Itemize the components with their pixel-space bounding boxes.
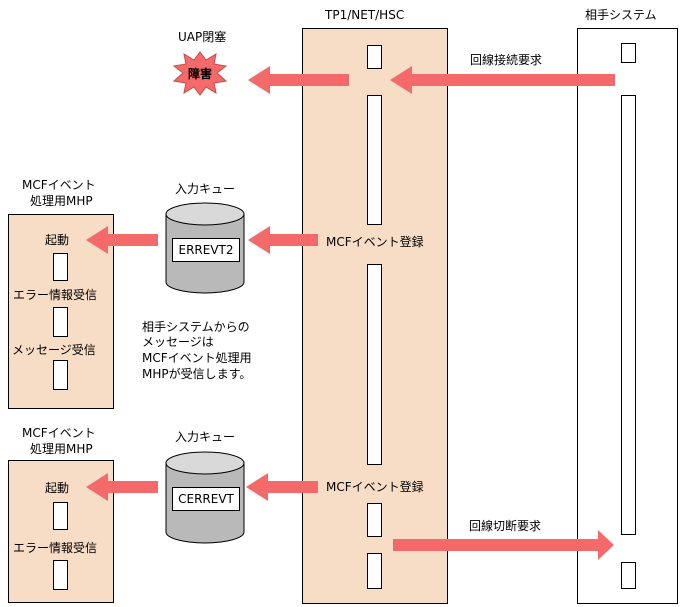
disconnect-request-arrow [393,530,614,560]
mcf-register-1-arrow [248,226,318,254]
tp1-slot [367,95,382,225]
tp1-slot [367,503,382,537]
handler2-title-line1: MCFイベント [22,426,96,440]
failure-burst-label: 障害 [188,67,213,81]
start-handler2-arrow [86,473,158,501]
tp1-slot [367,553,382,589]
mcf-register-2-label: MCFイベント登録 [326,480,424,494]
remote-slot [621,43,636,63]
mcf-register-1-label: MCFイベント登録 [326,235,424,249]
note-line2: メッセージは [142,335,214,349]
handler2-error-recv-label: エラー情報受信 [13,541,98,555]
queue1-name: ERREVT2 [178,243,234,257]
connect-request-label: 回線接続要求 [470,53,543,67]
note-line4: MHPが受信します。 [142,367,252,381]
handler2-slot [53,560,68,590]
handler2-title-line2: 処理用MHP [30,442,93,456]
tp1-slot [367,264,382,465]
disconnect-request-label: 回線切断要求 [469,519,542,533]
start-handler1-arrow [86,226,158,254]
note-line1: 相手システムからの [142,320,250,334]
uap-block-title: UAP閉塞 [178,30,227,44]
queue2-title: 入力キュー [175,430,236,444]
queue2-name: CERREVT [178,492,234,506]
handler1-start-label: 起動 [45,233,70,247]
queue1-name-box: ERREVT2 [172,238,240,262]
handler2-start-label: 起動 [45,481,70,495]
queue2-name-box: CERREVT [172,487,240,511]
handler1-slot [53,360,68,390]
remote-system-column-title: 相手システム [585,8,657,22]
tp1-slot [367,45,382,69]
handler1-title-line1: MCFイベント [22,178,96,192]
handler1-slot [53,307,68,337]
note-line3: MCFイベント処理用 [142,351,252,365]
remote-slot [621,562,636,589]
handler1-msg-recv-label: メッセージ受信 [12,343,96,357]
handler1-error-recv-label: エラー情報受信 [13,288,98,302]
queue1-title: 入力キュー [175,182,236,196]
remote-slot [621,95,636,535]
uap-block-arrow [248,66,349,94]
tp1-column-title: TP1/NET/HSC [325,8,405,22]
handler1-slot [53,253,68,281]
handler1-title-line2: 処理用MHP [30,194,93,208]
mcf-register-2-arrow [246,473,318,501]
handler2-slot [53,502,68,530]
connect-request-arrow [390,66,615,94]
failure-burst-icon [172,51,228,96]
